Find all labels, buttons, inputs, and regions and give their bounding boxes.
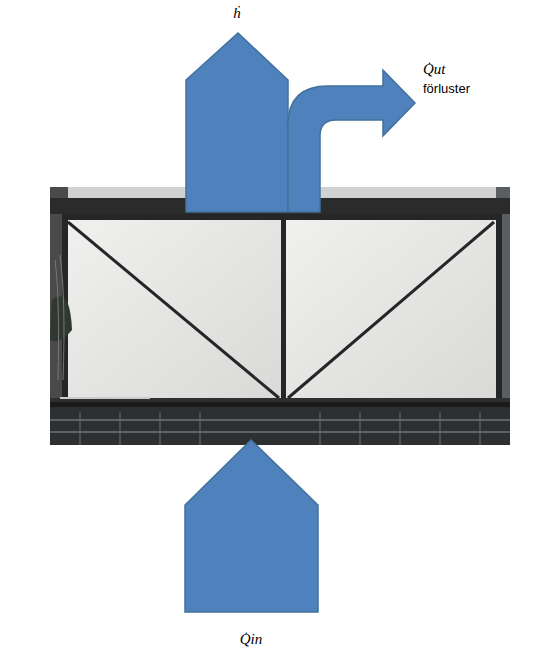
heat-in-symbol: Q̇in [240, 630, 263, 648]
energy-arrows [185, 33, 415, 612]
enthalpy-arrow [186, 33, 288, 212]
loss-arrow [288, 70, 415, 212]
loss-label: förluster [423, 80, 470, 98]
heat-in-arrow [185, 440, 318, 612]
heat-loss-symbol: Q̇ut [423, 60, 446, 78]
photo [50, 187, 510, 445]
enthalpy-symbol: ḣ [233, 4, 241, 22]
